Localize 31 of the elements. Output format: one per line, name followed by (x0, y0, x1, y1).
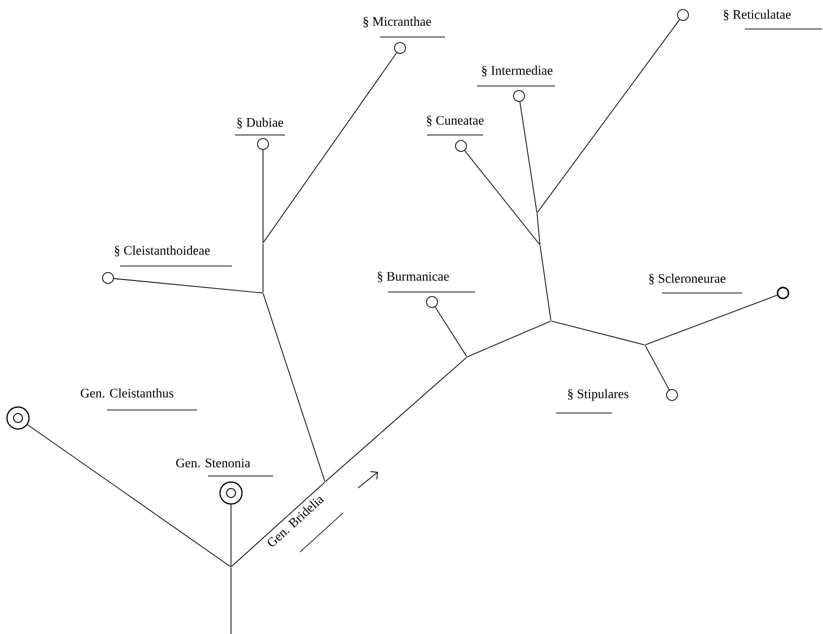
branch-line (262, 243, 264, 293)
branch-line (230, 567, 232, 634)
branch-line (230, 504, 232, 567)
taxon-label: Gen. Cleistanthus (80, 388, 174, 398)
taxon-label: § Scleroneurae (649, 274, 726, 284)
taxon-label: § Reticulatae (724, 10, 791, 20)
branch-line (262, 293, 326, 482)
branch-line (325, 357, 467, 482)
taxon-label: § Burmanicae (378, 272, 449, 282)
taxon-label: § Stipulares (568, 389, 628, 401)
branch-line (262, 150, 264, 243)
branch-line (551, 320, 645, 346)
branch-line (27, 424, 231, 568)
branch-line (536, 19, 680, 213)
taxon-label: § Dubiae (237, 118, 284, 128)
taxon-label: § Micranthae (364, 16, 432, 28)
branch-line (434, 306, 468, 357)
branch-line (231, 482, 325, 567)
branch-line (262, 52, 398, 243)
branch-line (645, 294, 778, 346)
branch-line (467, 320, 551, 358)
taxon-label: § Intermediae (482, 66, 552, 76)
branch-line (113, 278, 263, 294)
branch-line (644, 345, 670, 390)
taxon-label: Gen. Stenonia (176, 458, 250, 468)
taxon-label: § Cuneatae (426, 116, 484, 126)
branch-line (540, 245, 552, 321)
branch-line (536, 213, 540, 245)
taxon-label: § Cleistanthoideae (114, 246, 210, 256)
branch-line (464, 150, 540, 245)
branch-line (520, 101, 538, 213)
